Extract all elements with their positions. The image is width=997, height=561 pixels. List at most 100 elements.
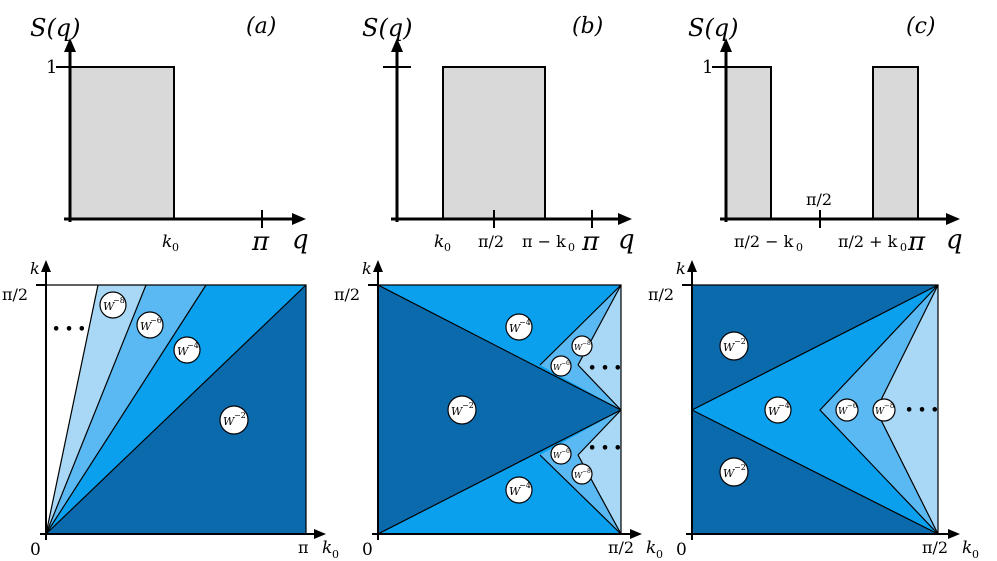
panel-b-x-arrow: [618, 213, 632, 225]
panel-c-chevron-1: [819, 284, 939, 535]
panel-b-tick-pi-minus-k0: π − k: [522, 232, 566, 251]
panel-b-k0-label-sub: 0: [656, 548, 663, 561]
svg-text:W: W: [723, 467, 736, 480]
svg-text:−8: −8: [582, 340, 591, 347]
svg-text:W: W: [103, 300, 116, 313]
panel-a-tick-k0: k: [162, 232, 172, 252]
svg-text:W: W: [768, 405, 781, 418]
panel-c-boundary-upper: [691, 284, 939, 411]
panel-b-label-w6-lower: W −6: [550, 443, 572, 465]
svg-text:W: W: [574, 343, 583, 352]
panel-c-label-w2-lower: W −2: [719, 457, 749, 487]
panel-c-label-w8: W −8: [872, 398, 896, 422]
svg-text:−8: −8: [884, 402, 894, 410]
panel-c-tick-right-sub: 0: [900, 241, 907, 254]
panel-b-wedge-upper-3: [577, 364, 622, 411]
panel-a-origin: 0: [30, 540, 41, 560]
panel-b-k-label: k: [362, 259, 372, 278]
panel-a-ellipsis: • • •: [52, 322, 86, 337]
panel-c-spectrum-band-left: [725, 66, 772, 220]
panel-b-wedge-upper-1: [539, 284, 622, 366]
panel-c-tick-right: π/2 + k: [838, 232, 898, 251]
panel-c-y-label: S(q): [688, 14, 739, 42]
panel-b-pi2-end-tick: π/2: [608, 538, 634, 557]
panel-c-origin: 0: [676, 540, 687, 560]
svg-text:W: W: [451, 405, 464, 418]
svg-text:W: W: [553, 363, 562, 372]
panel-b-label-w4-upper: W −4: [505, 313, 533, 341]
panel-b-tick-pi: π: [581, 227, 600, 257]
panel-b-tick-pi-minus-k0-sub: 0: [568, 241, 575, 254]
panel-a-label-w8: W −8: [99, 291, 127, 319]
panel-a-pi-tick: π: [298, 538, 309, 557]
panel-a-boundary-1: [45, 284, 307, 535]
panel-b-label-w6-upper: W −6: [550, 355, 572, 377]
panel-c-tick-left-sub: 0: [796, 241, 803, 254]
svg-text:W: W: [723, 341, 736, 354]
panel-c-label-w6: W −6: [835, 398, 859, 422]
svg-text:W: W: [509, 322, 522, 335]
panel-b-region-w8-lower: [578, 410, 621, 534]
svg-text:W: W: [574, 471, 583, 480]
svg-text:−2: −2: [734, 463, 746, 472]
svg-text:W: W: [875, 407, 885, 417]
panel-b-frame: [378, 284, 622, 534]
panel-c-pi2-end-tick: π/2: [922, 538, 948, 557]
panel-b-tick-k0-sub: 0: [444, 241, 451, 254]
panel-c-k0-label: k: [962, 538, 972, 558]
panel-b-x-label: q: [618, 225, 635, 255]
panel-a-k-label: k: [30, 259, 40, 278]
panel-b-y-arrow: [391, 38, 403, 52]
panel-a-tick-pi: π: [251, 227, 270, 257]
panel-a-label-w6: W −6: [136, 311, 164, 339]
panel-a-y-arrow: [64, 38, 76, 52]
panel-a-spectrum-band: [69, 66, 175, 220]
panel-c-label-w2-upper: W −2: [719, 331, 749, 361]
svg-text:−4: −4: [778, 401, 790, 410]
svg-text:−4: −4: [519, 481, 531, 490]
panel-c-tick-left: π/2 − k: [734, 232, 794, 251]
panel-b-label-w4-lower: W −4: [505, 476, 533, 504]
panel-a-bottom: k π/2 0 π k 0 • • • W −8 W −6 W −4 W −2: [2, 259, 339, 561]
panel-b-wedge-lower-3: [577, 409, 622, 456]
panel-c-x-label: q: [946, 225, 963, 255]
svg-text:−6: −6: [561, 448, 570, 455]
panel-a-k0-label-sub: 0: [332, 548, 339, 561]
svg-text:−6: −6: [150, 316, 162, 325]
panel-b-label-w2: W −2: [447, 395, 477, 425]
panel-a-boundary-4: [45, 284, 99, 535]
panel-a-top: S(q) (a) 1 k 0 π q: [30, 14, 309, 257]
panel-a-y-label: S(q): [30, 14, 81, 42]
panel-b-ellipsis-lower: • • •: [588, 441, 622, 456]
panel-b-pi2-tick: π/2: [334, 285, 360, 304]
svg-text:−6: −6: [847, 402, 858, 410]
svg-text:W: W: [509, 485, 522, 498]
panel-b-boundary-upper: [377, 284, 622, 411]
panel-c-region-w4: [692, 285, 938, 534]
panel-b-ellipsis-upper: • • •: [588, 361, 622, 376]
svg-text:−2: −2: [462, 401, 474, 410]
panel-c-label-w4: W −4: [764, 396, 792, 424]
svg-text:W: W: [838, 407, 848, 417]
panel-b-top: S(q) (b) k 0 π/2 π − k 0 π q: [362, 14, 635, 257]
panel-a-pi2-tick: π/2: [2, 285, 28, 304]
panel-c-region-w8: [876, 285, 938, 534]
panel-c-bottom: k π/2 0 π/2 k 0 • • • W −2 W −2 W −4 W −…: [648, 259, 979, 561]
svg-text:−8: −8: [582, 468, 591, 475]
svg-text:W: W: [223, 415, 236, 428]
panel-b-label-w8-lower: W −8: [571, 463, 593, 485]
panel-c-boundary-lower: [691, 409, 939, 535]
panel-c-k0-label-sub: 0: [972, 548, 979, 561]
panel-a-k-arrow: [41, 260, 51, 272]
panel-a-boundary-3: [45, 284, 147, 535]
panel-b-k0-arrow: [630, 529, 642, 539]
panel-a-label-w4: W −4: [173, 336, 201, 364]
svg-text:W: W: [177, 345, 190, 358]
panel-c-y-tick: 1: [702, 57, 713, 78]
panel-b-label-w8-upper: W −8: [571, 335, 593, 357]
panel-b-tick-mid: π/2: [478, 232, 504, 251]
panel-b-bottom: k π/2 0 π/2 k 0 • • • • • • W −2 W −4 W …: [334, 259, 663, 561]
panel-c-k-label: k: [676, 259, 686, 278]
svg-text:−8: −8: [113, 296, 125, 305]
